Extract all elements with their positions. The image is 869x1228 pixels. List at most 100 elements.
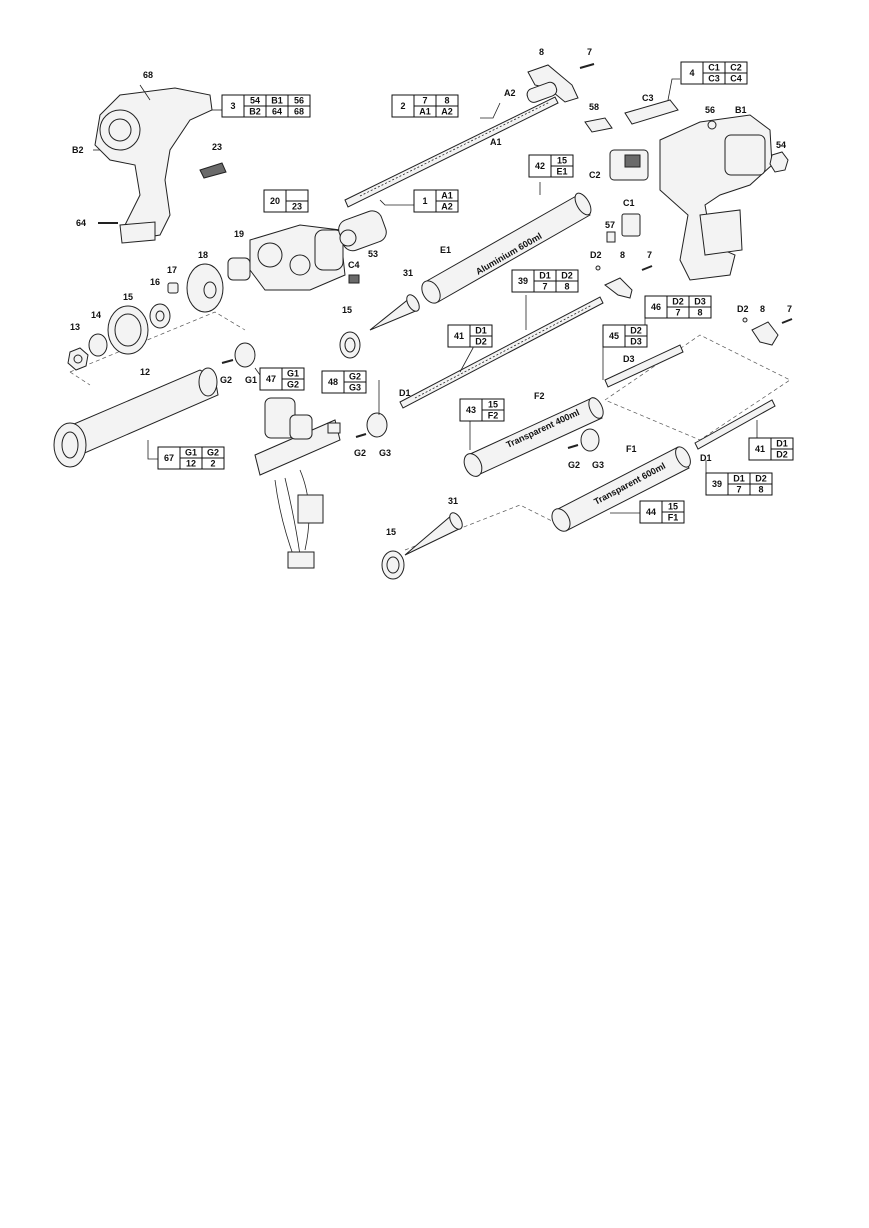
callout-id: 44 xyxy=(646,507,656,517)
label: D3 xyxy=(623,354,635,364)
callout-cell-text: 7 xyxy=(675,308,680,318)
callout-cell-text: 15 xyxy=(557,156,567,166)
callout-cell-text: E1 xyxy=(556,167,567,177)
label: F2 xyxy=(534,391,545,401)
label: 68 xyxy=(143,70,153,80)
callout-cell-text: D2 xyxy=(475,337,487,347)
callout-cell-text: B1 xyxy=(271,96,283,106)
callout-id: 3 xyxy=(230,101,235,111)
callout-cell xyxy=(624,335,648,348)
label: 15 xyxy=(342,305,352,315)
callout-cell-text: A1 xyxy=(441,191,453,201)
callout-cell-text: C4 xyxy=(730,74,742,84)
callout-cell-text: 7 xyxy=(736,485,741,495)
callout-cell-text: F2 xyxy=(488,411,499,421)
callout-cell-text: G2 xyxy=(287,380,299,390)
callout-id: 2 xyxy=(400,101,405,111)
callout-cell-text: G2 xyxy=(207,448,219,458)
label: 12 xyxy=(140,367,150,377)
part-c2-switch xyxy=(609,149,649,181)
callout-cell xyxy=(285,189,309,202)
callout-id: 48 xyxy=(328,377,338,387)
callout-cell-text: 15 xyxy=(668,502,678,512)
callout-cell-text: D2 xyxy=(630,326,642,336)
part-d2-pin xyxy=(595,265,601,271)
callout-cell-text: 23 xyxy=(292,202,302,212)
part-g2-screw-b xyxy=(355,433,367,438)
label: 16 xyxy=(150,277,160,287)
callout-cell-text: D2 xyxy=(755,474,767,484)
part-13-nut xyxy=(67,347,89,371)
label: 8 xyxy=(620,250,625,260)
callout-id: 20 xyxy=(270,196,280,206)
label: A1 xyxy=(490,137,502,147)
callout-id: 41 xyxy=(755,444,765,454)
label: A2 xyxy=(504,88,516,98)
callout-cell-text: 8 xyxy=(697,308,702,318)
part-8-top xyxy=(526,64,579,103)
callout-cell xyxy=(435,105,459,118)
callout-cell-text: C1 xyxy=(708,63,720,73)
part-19 xyxy=(227,257,251,281)
callout-cell-text: A2 xyxy=(441,107,453,117)
label: 19 xyxy=(234,229,244,239)
callout-cell xyxy=(287,105,311,118)
callout-id: 67 xyxy=(164,453,174,463)
part-g2-screw xyxy=(221,359,234,364)
ring-15-lower xyxy=(381,550,405,580)
callout-id: 45 xyxy=(609,331,619,341)
label: G1 xyxy=(245,375,257,385)
label: G3 xyxy=(592,460,604,470)
part-c3 xyxy=(624,99,679,125)
housing-half-b1 xyxy=(659,114,773,281)
label: G2 xyxy=(220,375,232,385)
callout-cell xyxy=(688,306,712,319)
label: C1 xyxy=(623,198,635,208)
label: 8 xyxy=(760,304,765,314)
part-7-screw-right xyxy=(781,318,793,324)
label: 15 xyxy=(123,292,133,302)
callout-cell-text: G2 xyxy=(349,372,361,382)
callout-id: 39 xyxy=(518,276,528,286)
part-g2-screw-c xyxy=(567,444,579,449)
callout-id: 1 xyxy=(422,196,427,206)
label: B1 xyxy=(735,105,747,115)
electronics-assembly xyxy=(254,397,341,569)
callout-cell-text: 7 xyxy=(422,96,427,106)
label: 13 xyxy=(70,322,80,332)
label: 56 xyxy=(705,105,715,115)
part-58 xyxy=(584,117,613,133)
rod-d1 xyxy=(399,296,604,409)
callout-cell-text: F1 xyxy=(668,513,679,523)
part-c1 xyxy=(621,213,641,237)
part-d2-pin-right xyxy=(742,317,748,323)
callout-id: 39 xyxy=(712,479,722,489)
label: 64 xyxy=(76,218,86,228)
part-56 xyxy=(707,120,717,130)
label: 53 xyxy=(368,249,378,259)
callout-cell xyxy=(285,200,309,213)
label: C4 xyxy=(348,260,360,270)
label: 23 xyxy=(212,142,222,152)
callout-cell-text: 2 xyxy=(210,459,215,469)
label: 58 xyxy=(589,102,599,112)
callout-cell-text: G1 xyxy=(185,448,197,458)
callout-cell-text: 64 xyxy=(272,107,282,117)
part-15-ring xyxy=(107,305,149,355)
callout-cell-text: C2 xyxy=(730,63,742,73)
callout-cell-text: C3 xyxy=(708,74,720,84)
part-54-knob xyxy=(769,151,789,173)
label: 7 xyxy=(787,304,792,314)
ring-15-upper xyxy=(339,331,361,359)
label: 15 xyxy=(386,527,396,537)
callout-id: 4 xyxy=(689,68,694,78)
label: 17 xyxy=(167,265,177,275)
